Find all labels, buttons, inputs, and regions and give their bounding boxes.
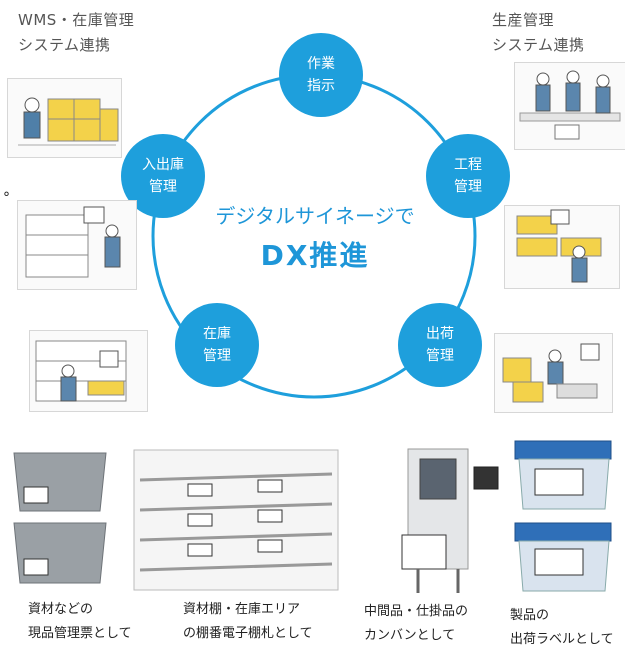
illustration-factory-workers bbox=[514, 62, 625, 150]
node-shipping-line1: 出荷 bbox=[426, 326, 454, 342]
caption-kanban: 中間品・仕掛品の カンバンとして bbox=[364, 600, 468, 648]
gray-crates-drawing bbox=[13, 452, 107, 584]
node-inout-line2: 管理 bbox=[149, 179, 177, 195]
illustration-inventory-bins bbox=[29, 330, 148, 412]
node-work-line2: 指示 bbox=[307, 78, 335, 94]
node-shipping-management: 出荷 管理 bbox=[398, 303, 482, 387]
node-process-management: 工程 管理 bbox=[426, 134, 510, 218]
process-shelf-drawing bbox=[516, 209, 602, 283]
illustration-process-shelf bbox=[504, 205, 620, 289]
caption-shelf-line2: の棚番電子棚札として bbox=[183, 626, 313, 641]
warehouse-boxes-drawing bbox=[18, 97, 119, 146]
node-inventory-line1: 在庫 bbox=[203, 326, 231, 342]
photo-kanban-machine bbox=[388, 443, 504, 598]
node-process-line1: 工程 bbox=[454, 157, 482, 173]
node-work-line1: 作業 bbox=[307, 56, 335, 72]
photo-gray-crates bbox=[8, 443, 112, 593]
illustration-warehouse-boxes bbox=[7, 78, 122, 158]
flow-rack-drawing bbox=[133, 449, 339, 591]
center-title: デジタルサイネージで bbox=[215, 204, 415, 228]
photo-flow-rack bbox=[118, 440, 354, 598]
caption-product-line1: 製品の bbox=[510, 608, 550, 623]
factory-workers-drawing bbox=[519, 70, 621, 140]
caption-kanban-line2: カンバンとして bbox=[364, 628, 456, 643]
caption-materials-line1: 資材などの bbox=[28, 602, 94, 617]
node-inout-management: 入出庫 管理 bbox=[121, 134, 205, 218]
node-process-line2: 管理 bbox=[454, 179, 482, 195]
production-heading-line2: システム連携 bbox=[492, 36, 585, 54]
node-shipping-line2: 管理 bbox=[426, 348, 454, 364]
kanban-machine-drawing bbox=[401, 448, 499, 593]
node-inventory-line2: 管理 bbox=[203, 348, 231, 364]
blue-crates-drawing bbox=[514, 440, 612, 592]
node-inventory-management: 在庫 管理 bbox=[175, 303, 259, 387]
node-inout-line1: 入出庫 bbox=[142, 157, 184, 173]
caption-product-line2: 出荷ラベルとして bbox=[510, 632, 614, 647]
caption-product: 製品の 出荷ラベルとして bbox=[510, 604, 614, 652]
production-heading-line1: 生産管理 bbox=[492, 11, 555, 29]
caption-shelf-line1: 資材棚・在庫エリア bbox=[183, 602, 301, 617]
shipping-packing-drawing bbox=[502, 343, 600, 403]
inout-shelf-drawing bbox=[25, 206, 121, 278]
caption-kanban-line1: 中間品・仕掛品の bbox=[364, 604, 469, 619]
caption-materials: 資材などの 現品管理票として bbox=[28, 598, 132, 646]
illustration-inout-shelf bbox=[17, 200, 137, 290]
bullet-mark: ° bbox=[3, 190, 10, 206]
production-heading: 生産管理 システム連携 bbox=[492, 8, 585, 58]
wms-heading-line1: WMS・在庫管理 bbox=[18, 11, 135, 29]
wms-heading-line2: システム連携 bbox=[18, 36, 111, 54]
wms-heading: WMS・在庫管理 システム連携 bbox=[18, 8, 134, 58]
inventory-bins-drawing bbox=[35, 340, 127, 402]
illustration-shipping-packing bbox=[494, 333, 613, 413]
caption-materials-line2: 現品管理票として bbox=[28, 626, 132, 641]
caption-shelf: 資材棚・在庫エリア の棚番電子棚札として bbox=[183, 598, 313, 646]
node-work-instruction: 作業 指示 bbox=[279, 33, 363, 117]
photo-blue-crates bbox=[509, 437, 621, 597]
center-subtitle: DX推進 bbox=[260, 239, 370, 272]
